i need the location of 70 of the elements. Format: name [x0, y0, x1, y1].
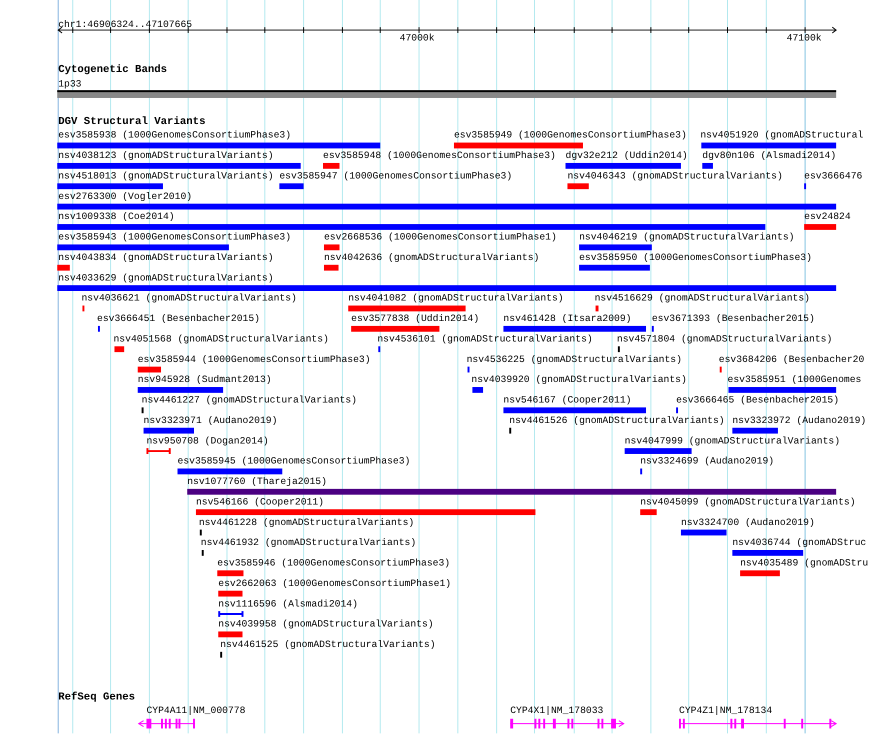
- variant-label: esv3684206 (Besenbacher20: [718, 355, 864, 366]
- band-label: 1p33: [58, 80, 82, 90]
- variant-label: esv3666451 (Besenbacher2015): [97, 314, 260, 325]
- variant-label: nsv4042636 (gnomADStructuralVariants): [324, 253, 540, 264]
- variant-label: nsv4461228 (gnomADStructuralVariants): [198, 518, 414, 529]
- variant-label: nsv4536225 (gnomADStructuralVariants): [466, 355, 682, 366]
- variant-label: dgv80n106 (Alsmadi2014): [702, 151, 836, 162]
- variant-label: nsv4046343 (gnomADStructuralVariants): [567, 172, 783, 182]
- variant-label: nsv3324700 (Audano2019): [680, 518, 815, 529]
- variant-label: esv3585947 (1000GenomesConsortiumPhase3): [279, 172, 512, 182]
- variant-label: nsv461428 (Itsara2009): [503, 314, 632, 325]
- variant-label: nsv4033629 (gnomADStructuralVariants): [58, 274, 274, 284]
- variant-label: nsv4039920 (gnomADStructuralVariants): [471, 375, 687, 386]
- variant-label: nsv4516629 (gnomADStructuralVariants): [594, 294, 810, 305]
- tick-label: 47100k: [786, 34, 822, 45]
- variant-label: esv3585951 (1000Genomes: [728, 375, 862, 386]
- gene-label: CYP4A11|NM_000778: [146, 706, 246, 717]
- track-heading: RefSeq Genes: [58, 692, 136, 704]
- variant-label: nsv546167 (Cooper2011): [503, 396, 632, 406]
- variant-label: nsv1009338 (Coe2014): [58, 212, 175, 224]
- variant-label: esv3577838 (Uddin2014): [351, 314, 480, 325]
- variant-label: nsv4461227 (gnomADStructuralVariants): [142, 396, 357, 406]
- variant-label: esv3585944 (1000GenomesConsortiumPhase3): [138, 355, 371, 366]
- variant-label: nsv3324699 (Audano2019): [640, 456, 774, 468]
- variant-label: nsv1077760 (Thareja2015): [187, 477, 327, 488]
- variant-label: nsv4461932 (gnomADStructuralVariants): [200, 538, 416, 550]
- variant-label: nsv4461525 (gnomADStructuralVariants): [220, 640, 436, 651]
- variant-label: esv3666465 (Besenbacher2015): [676, 396, 840, 406]
- variant-label: nsv4041082 (gnomADStructuralVariants): [348, 294, 564, 305]
- variant-label: esv24824: [804, 212, 851, 224]
- variant-label: esv2763300 (Vogler2010): [58, 192, 192, 203]
- variant-label: dgv32e212 (Uddin2014): [566, 151, 688, 162]
- variant-label: esv3671393 (Besenbacher2015): [652, 314, 815, 325]
- variant-label: esv3666476: [804, 172, 862, 182]
- gene-label: CYP4Z1|NM_178134: [679, 706, 772, 717]
- variant-label: nsv3323971 (Audano2019): [144, 416, 278, 427]
- variant-label: nsv4039958 (gnomADStructuralVariants): [218, 620, 434, 630]
- variant-label: esv2662063 (1000GenomesConsortiumPhase1): [218, 579, 452, 590]
- variant-label: nsv4036621 (gnomADStructuralVariants): [81, 294, 297, 305]
- variant-label: nsv4051568 (gnomADStructuralVariants): [114, 334, 329, 346]
- variant-label: esv3585948 (1000GenomesConsortiumPhase3): [323, 151, 556, 162]
- variant-label: nsv4536101 (gnomADStructuralVariants): [377, 334, 593, 346]
- variant-label: nsv4047999 (gnomADStructuralVariants): [624, 436, 840, 448]
- variant-label: esv3585949 (1000GenomesConsortiumPhase3): [454, 130, 687, 142]
- variant-label: nsv1116596 (Alsmadi2014): [218, 599, 358, 610]
- variant-label: nsv4571804 (gnomADStructuralVariants): [616, 334, 832, 346]
- variant-label: esv3585938 (1000GenomesConsortiumPhase3): [58, 130, 292, 142]
- variant-label: nsv4045099 (gnomADStructuralVariants): [640, 498, 856, 508]
- variant-label: nsv4043834 (gnomADStructuralVariants): [58, 253, 274, 264]
- variant-label: nsv4518013 (gnomADStructuralVariants): [58, 172, 274, 182]
- tick-label: 47000k: [400, 34, 435, 45]
- variant-label: esv2668536 (1000GenomesConsortiumPhase1): [324, 232, 557, 244]
- variant-label: esv3585945 (1000GenomesConsortiumPhase3): [178, 456, 410, 468]
- variant-label: nsv4035489 (gnomADStru: [740, 558, 868, 570]
- variant-label: nsv950708 (Dogan2014): [146, 436, 269, 448]
- track-heading: Cytogenetic Bands: [58, 65, 168, 76]
- variant-label: nsv4051920 (gnomADStructural: [700, 130, 864, 142]
- variant-label: nsv3323972 (Audano2019): [732, 416, 866, 427]
- variant-label: esv3585946 (1000GenomesConsortiumPhase3): [217, 558, 450, 570]
- variant-label: esv3585943 (1000GenomesConsortiumPhase3): [58, 232, 292, 244]
- axis-range-label: chr1:46906324..47107665: [58, 20, 192, 32]
- variant-label: nsv4038123 (gnomADStructuralVariants): [58, 151, 274, 162]
- variant-label: nsv546166 (Cooper2011): [196, 498, 324, 508]
- track-heading: DGV Structural Variants: [58, 117, 206, 128]
- gene-label: CYP4X1|NM_178033: [510, 706, 604, 717]
- variant-label: esv3585950 (1000GenomesConsortiumPhase3): [579, 253, 812, 264]
- variant-label: nsv4036744 (gnomADStruc: [732, 538, 866, 550]
- variant-label: nsv945928 (Sudmant2013): [138, 375, 272, 386]
- variant-label: nsv4046219 (gnomADStructuralVariants): [579, 232, 794, 244]
- variant-label: nsv4461526 (gnomADStructuralVariants): [509, 416, 725, 427]
